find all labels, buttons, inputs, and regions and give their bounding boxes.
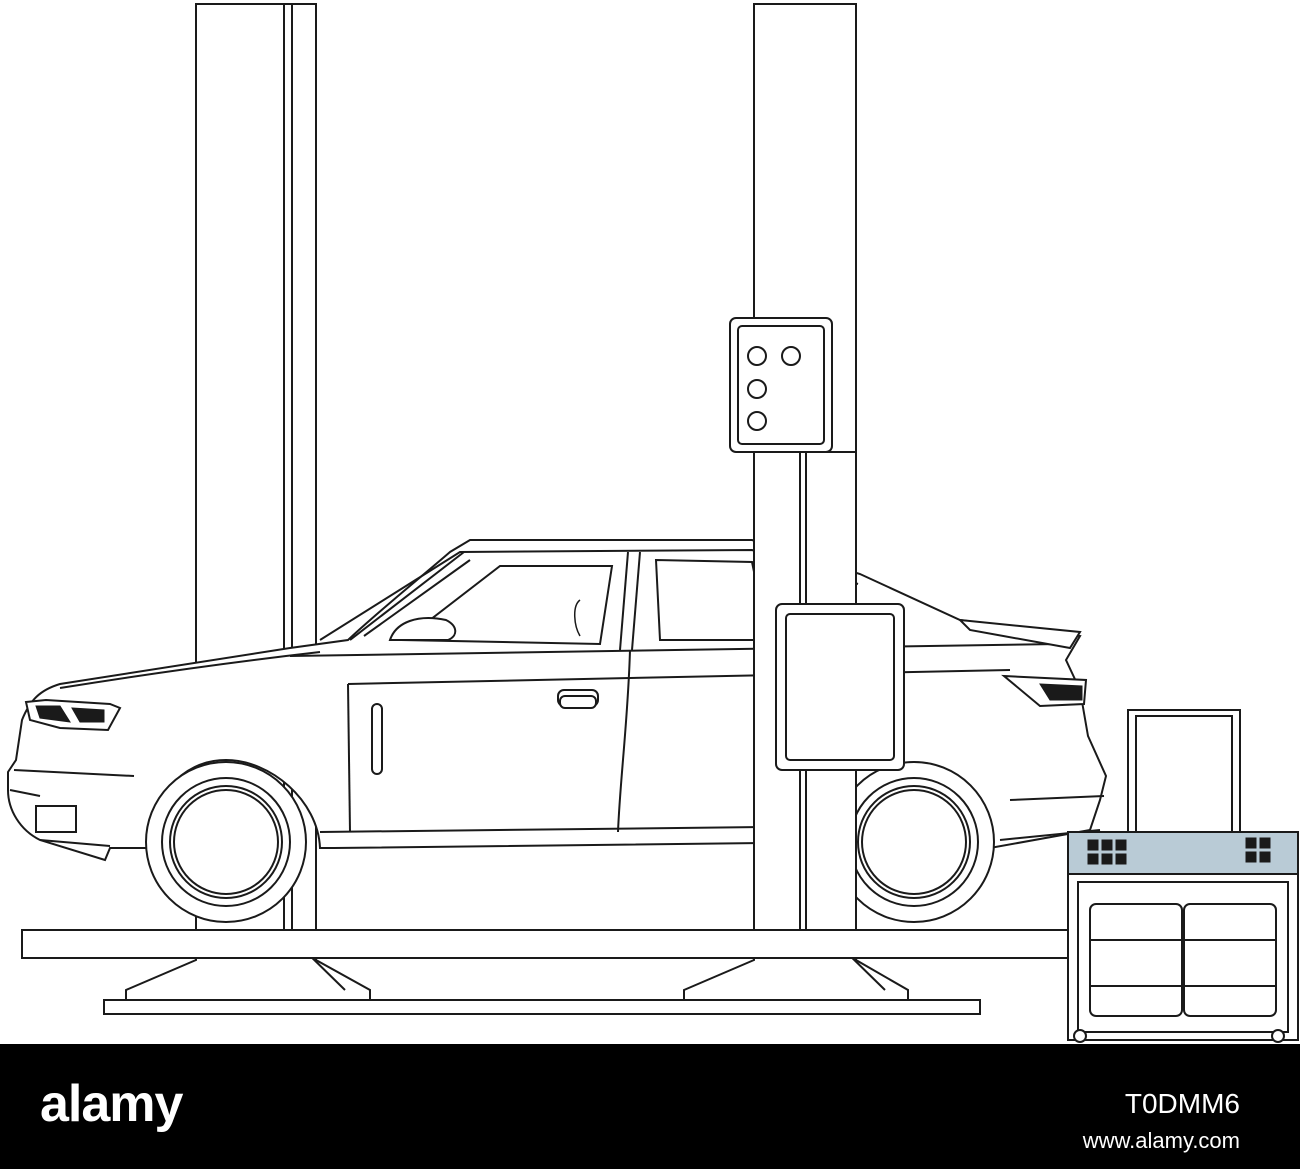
watermark-url: www.alamy.com — [1082, 1128, 1240, 1153]
lift-info-panel — [775, 603, 905, 771]
control-button-3 — [747, 379, 767, 399]
watermark-footer: alamy T0DMM6 www.alamy.com — [0, 1044, 1300, 1169]
rear-wheel — [833, 761, 995, 923]
control-button-4 — [747, 411, 767, 431]
diagnostic-cart — [1067, 709, 1299, 1043]
cart-wheel-right — [1271, 1029, 1285, 1043]
cart-wheel-left — [1073, 1029, 1087, 1043]
lift-arm — [21, 929, 1083, 959]
front-wheel — [145, 761, 307, 923]
cart-left-keypad — [1087, 839, 1127, 865]
lift-control-box — [729, 317, 833, 453]
floor-base — [103, 999, 981, 1015]
watermark-image-id: T0DMM6 — [1124, 1088, 1240, 1119]
control-button-1 — [747, 346, 767, 366]
control-button-2 — [781, 346, 801, 366]
watermark-logo: alamy — [40, 1075, 183, 1133]
cart-right-keypad — [1245, 837, 1271, 863]
